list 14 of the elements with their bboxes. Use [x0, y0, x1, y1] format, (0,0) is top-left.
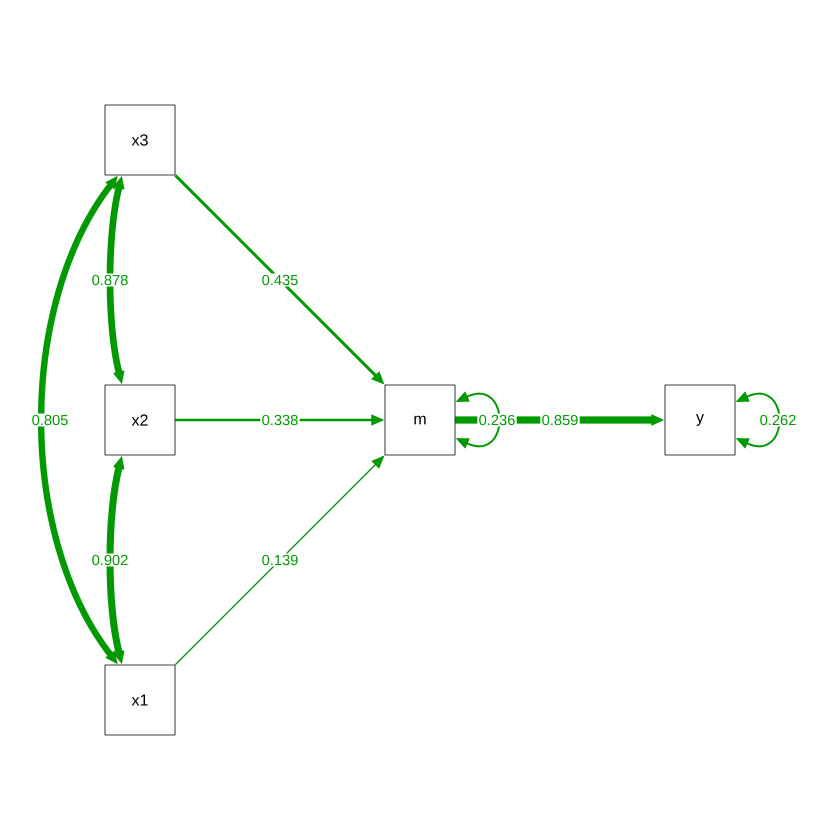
edge-label: 0.262	[758, 413, 798, 427]
variable-box: x1	[104, 664, 176, 736]
variable-box: y	[664, 384, 736, 456]
edge-label: 0.859	[540, 413, 580, 427]
variable-box: x2	[104, 384, 176, 456]
edge-label: 0.902	[90, 553, 130, 567]
edge-label: 0.805	[30, 413, 70, 427]
variable-box: m	[384, 384, 456, 456]
edge-label: 0.435	[260, 273, 300, 287]
edge-label: 0.236	[477, 413, 517, 427]
edge-label: 0.878	[90, 273, 130, 287]
edge-label: 0.338	[260, 413, 300, 427]
edge-label: 0.139	[260, 553, 300, 567]
variable-box: x3	[104, 104, 176, 176]
